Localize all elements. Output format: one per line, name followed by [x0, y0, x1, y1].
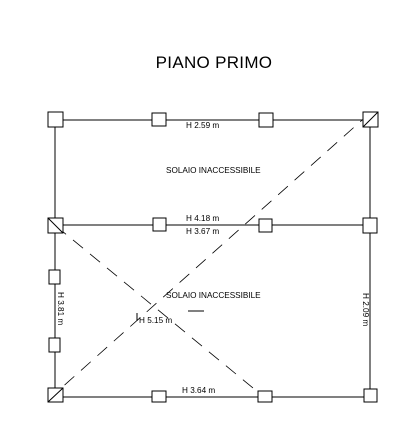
- height-label-top: H 2.59 m: [186, 121, 219, 130]
- column-bottom-center: [151, 390, 167, 403]
- height-label-bottom: H 3.64 m: [182, 386, 215, 395]
- room-label-upper: SOLAIO INACCESSIBILE: [166, 166, 261, 175]
- column-top-right-hatch: [362, 111, 379, 128]
- column-top-right-inner: [258, 112, 274, 128]
- column-top-center: [151, 112, 167, 127]
- diagonal-lower-left: [55, 225, 271, 403]
- height-label-middle-lower: H 3.67 m: [186, 227, 219, 236]
- columns: [47, 111, 379, 403]
- walls: [54, 119, 371, 398]
- column-top-left: [47, 111, 64, 128]
- column-left-upper: [48, 269, 61, 285]
- page-title: PIANO PRIMO: [156, 53, 273, 72]
- diagonal-long: [49, 112, 371, 399]
- column-bottom-right: [363, 388, 378, 403]
- column-mid-right-inner: [258, 218, 273, 233]
- column-mid-right: [362, 217, 378, 234]
- height-label-center: H 5.15 m: [139, 316, 172, 325]
- room-label-lower: SOLAIO INACCESSIBILE: [166, 291, 261, 300]
- column-bottom-right-inner: [257, 390, 273, 403]
- column-mid-center: [152, 217, 167, 232]
- column-left-lower: [48, 337, 61, 353]
- height-label-right: H 2.09 m: [361, 293, 370, 326]
- column-bottom-left-hatch: [47, 387, 64, 403]
- diagonal-markers: [49, 112, 371, 403]
- column-mid-left-hatch: [47, 217, 64, 234]
- height-label-middle-upper: H 4.18 m: [186, 214, 219, 223]
- height-label-left: H 3.81 m: [56, 292, 65, 325]
